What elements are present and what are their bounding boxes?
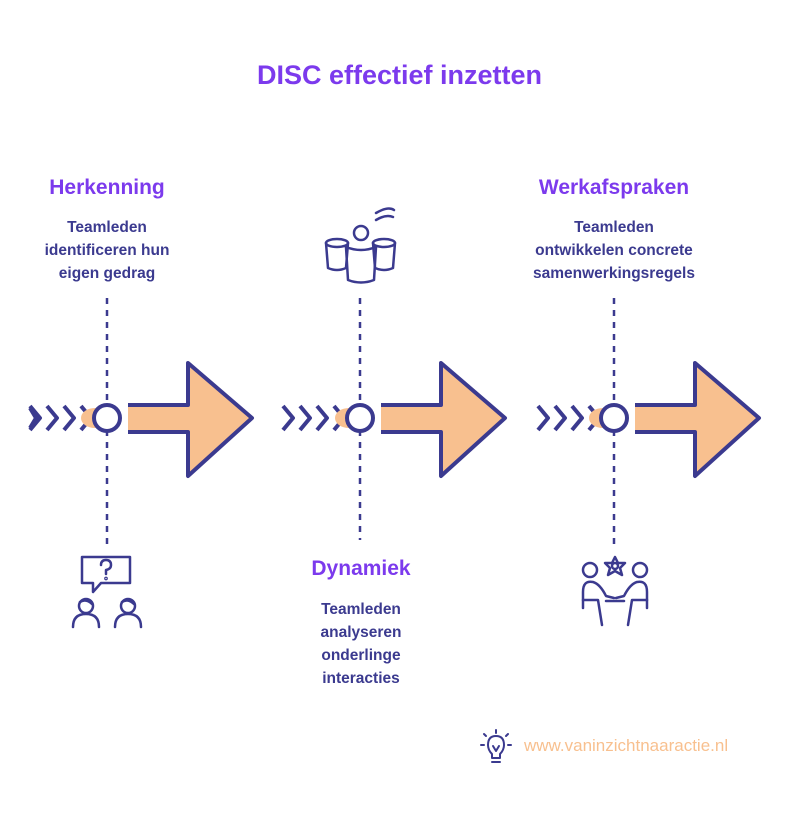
step-2-heading: Dynamiek xyxy=(311,557,411,580)
step-1-description: Teamleden identificeren hun eigen gedrag xyxy=(44,219,170,282)
step-3-node xyxy=(599,403,629,433)
page-title: DISC effectief inzetten xyxy=(256,60,543,90)
step-2-description: Teamleden analyseren onderlinge interact… xyxy=(320,601,402,687)
step-2-arrow-fill xyxy=(381,363,505,476)
collaboration-agreement-icon xyxy=(581,555,649,627)
step-2-chevrons xyxy=(281,404,346,432)
step-1-heading: Herkenning xyxy=(49,176,165,199)
step-3-arrow-fill xyxy=(635,363,759,476)
step-3-arrow xyxy=(536,298,761,548)
step-2-node xyxy=(345,403,375,433)
team-dynamics-icon xyxy=(324,207,397,284)
lightbulb-icon xyxy=(480,729,512,763)
footer-url[interactable]: www.vaninzichtnaaractie.nl xyxy=(524,736,729,755)
people-question-icon xyxy=(71,555,143,629)
step-1-arrow-outline xyxy=(128,361,254,478)
step-1-arrow xyxy=(28,298,254,548)
step-3-heading: Werkafspraken xyxy=(538,176,690,199)
step-3-description: Teamleden ontwikkelen concrete samenwerk… xyxy=(533,219,695,282)
step-1-node xyxy=(92,403,122,433)
step-1-arrow-fill xyxy=(128,363,252,476)
step-2-arrow-outline xyxy=(381,361,507,478)
step-2-arrow xyxy=(281,298,507,540)
step-3-arrow-outline xyxy=(635,361,761,478)
